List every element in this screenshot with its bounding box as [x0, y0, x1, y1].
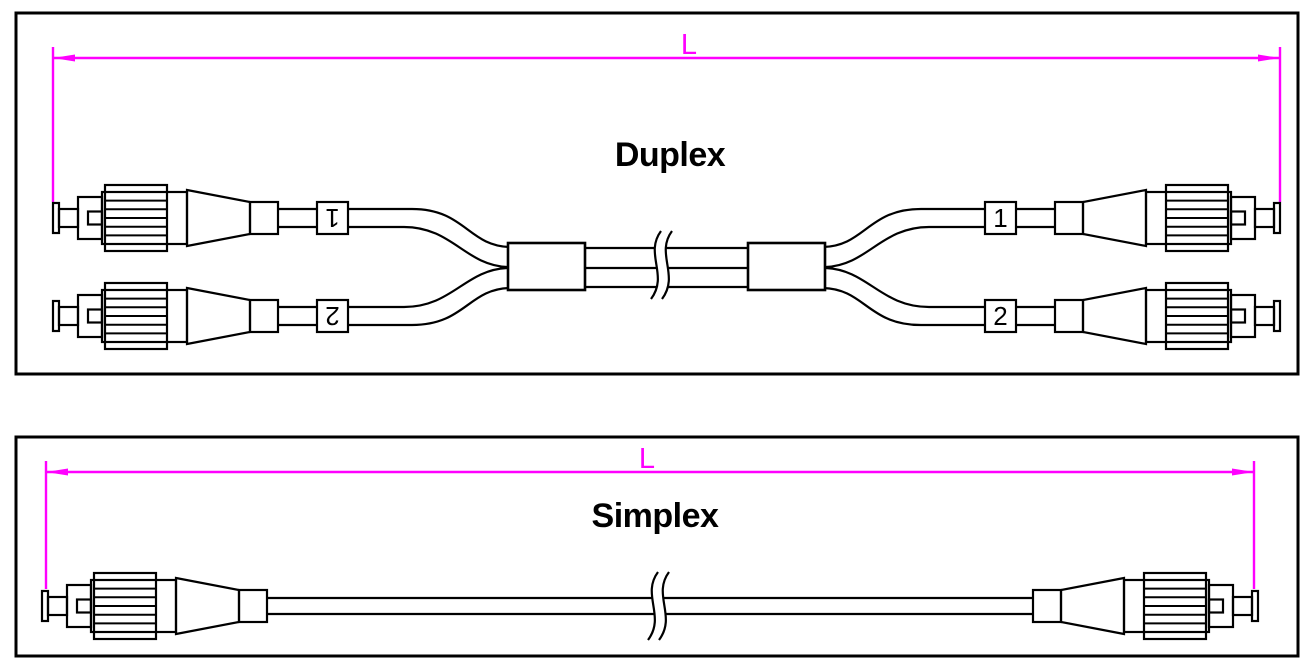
dimension-arrow-right [1232, 468, 1254, 476]
duplex-title: Duplex [615, 136, 726, 174]
breakout-block-right [746, 241, 827, 292]
dimension-arrow-right [1258, 54, 1280, 62]
duplex-dimension [51, 47, 1282, 202]
fiber-tag-number-mirrored: 1 [325, 203, 339, 233]
cable-bottom-left-lower [278, 286, 511, 327]
cable-top-right-upper [822, 207, 1055, 249]
breakout-block-left [506, 241, 587, 292]
fiber-tag-box [315, 200, 350, 236]
cable-bottom-left-upper [278, 266, 508, 309]
simplex-title: Simplex [592, 497, 719, 535]
fiber-tag-right-2: 2 [983, 298, 1018, 334]
duplex-dimension-label: L [681, 29, 697, 61]
cable-top-right-lower [825, 225, 1055, 269]
fiber-tag-left-2: 2 [315, 298, 350, 334]
fiber-tag-number: 2 [993, 301, 1007, 331]
simplex-panel: L Simplex [14, 435, 1300, 658]
cable-bottom-right-upper [825, 266, 1055, 309]
duplex-panel: L Duplex [14, 11, 1300, 376]
fiber-tag-number: 1 [993, 203, 1007, 233]
cable-top-left-upper [278, 207, 511, 249]
fiber-tag-box [315, 298, 350, 334]
dimension-arrow-left [53, 54, 75, 62]
simplex-dimension-label: L [639, 443, 655, 475]
cable-top-left-lower [278, 225, 508, 269]
fiber-tag-right-1: 1 [983, 200, 1018, 236]
dimension-arrow-left [46, 468, 68, 476]
fiber-tag-left-1: 1 [315, 200, 350, 236]
cable-bottom-right-lower [822, 286, 1055, 327]
duplex-fan-cables [278, 207, 1055, 327]
duplex-panel-border [14, 11, 1300, 376]
fiber-tag-number-mirrored: 2 [325, 301, 339, 331]
simplex-dimension [44, 461, 1256, 589]
simplex-cable [267, 596, 1033, 616]
fiber-tag-box [983, 200, 1018, 236]
fiber-tag-box [983, 298, 1018, 334]
